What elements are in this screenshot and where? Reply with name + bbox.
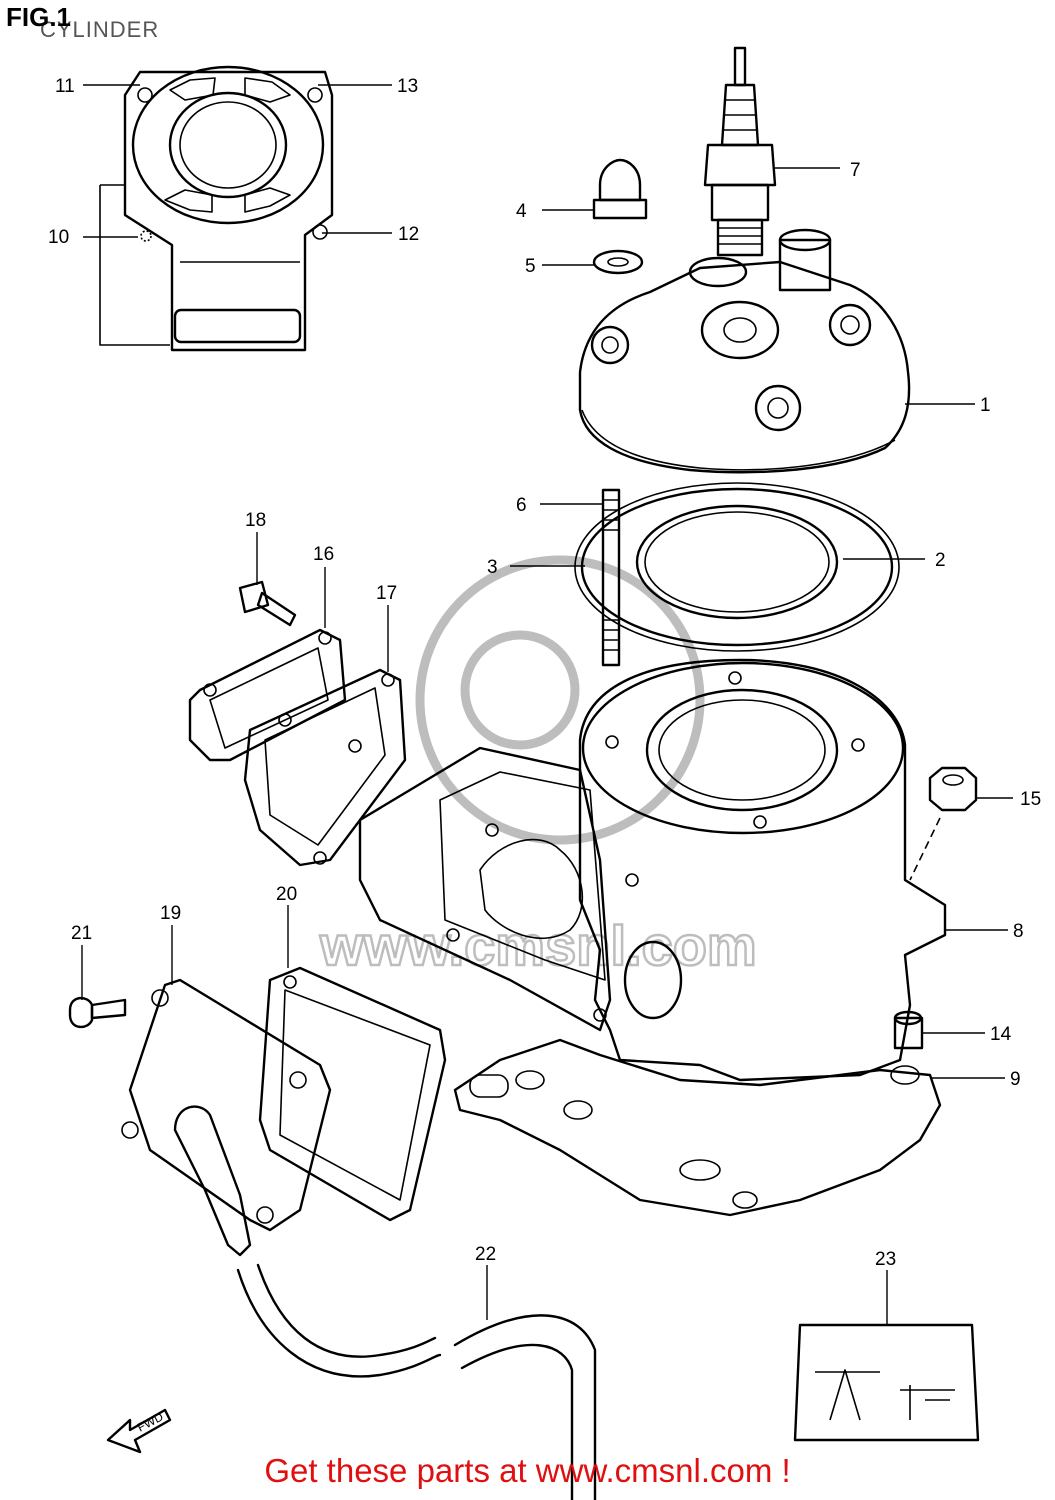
stud-bolt: [601, 488, 621, 667]
callout-9: 9: [1010, 1069, 1021, 1090]
callout-6: 6: [516, 495, 527, 516]
callout-numbers: 11 13 10 12 7 4 5 1 6 2 3 18 16 17 15 8 …: [48, 76, 1041, 1270]
callout-12: 12: [398, 224, 419, 245]
cylinder-body: [358, 658, 947, 1082]
breather-hose: [236, 1263, 597, 1500]
cap-nut: [592, 158, 648, 220]
leader-lines: [81, 84, 1013, 1325]
callout-13: 13: [397, 76, 418, 97]
forward-arrow: FWD: [106, 1408, 172, 1454]
callout-2: 2: [935, 550, 946, 571]
callout-8: 8: [1013, 921, 1024, 942]
callout-22: 22: [475, 1244, 496, 1265]
bolt-18: [238, 580, 297, 627]
footer-parts-link[interactable]: Get these parts at www.cmsnl.com !: [264, 1452, 791, 1489]
callout-19: 19: [160, 903, 181, 924]
screw-21: [68, 996, 127, 1029]
callout-10: 10: [48, 227, 69, 248]
callout-16: 16: [313, 544, 334, 565]
callout-20: 20: [276, 884, 297, 905]
callout-1: 1: [980, 395, 991, 416]
callout-17: 17: [376, 583, 397, 604]
cylinder-head: [578, 228, 911, 474]
cover-and-gasket: [121, 966, 447, 1257]
side-gaskets: [188, 628, 407, 867]
head-gaskets: [574, 482, 900, 652]
callout-18: 18: [245, 510, 266, 531]
callout-4: 4: [516, 201, 527, 222]
watermark-ring-inner: [460, 630, 580, 750]
watermark-ring: [415, 555, 705, 845]
figure-title: FIG.1: [6, 2, 72, 32]
info-label: [793, 1323, 980, 1442]
washer: [592, 249, 644, 275]
callout-15: 15: [1020, 789, 1041, 810]
figure-subtitle: CYLINDER: [40, 17, 160, 42]
watermark-text: www.cmsnl.com: [319, 914, 757, 977]
watermark: www.cmsnl.com: [318, 555, 758, 978]
dowel-pin: [893, 1010, 924, 1050]
callout-21: 21: [71, 923, 92, 944]
base-gasket: [453, 1038, 942, 1217]
callout-3: 3: [487, 557, 498, 578]
callout-14: 14: [990, 1024, 1012, 1045]
flange-nut: [909, 766, 978, 881]
callout-11: 11: [55, 76, 75, 97]
spark-plug: [703, 46, 777, 257]
callout-5: 5: [525, 256, 536, 277]
callout-7: 7: [850, 160, 861, 181]
callout-23: 23: [875, 1249, 896, 1270]
cylinder-inset: [99, 65, 334, 352]
